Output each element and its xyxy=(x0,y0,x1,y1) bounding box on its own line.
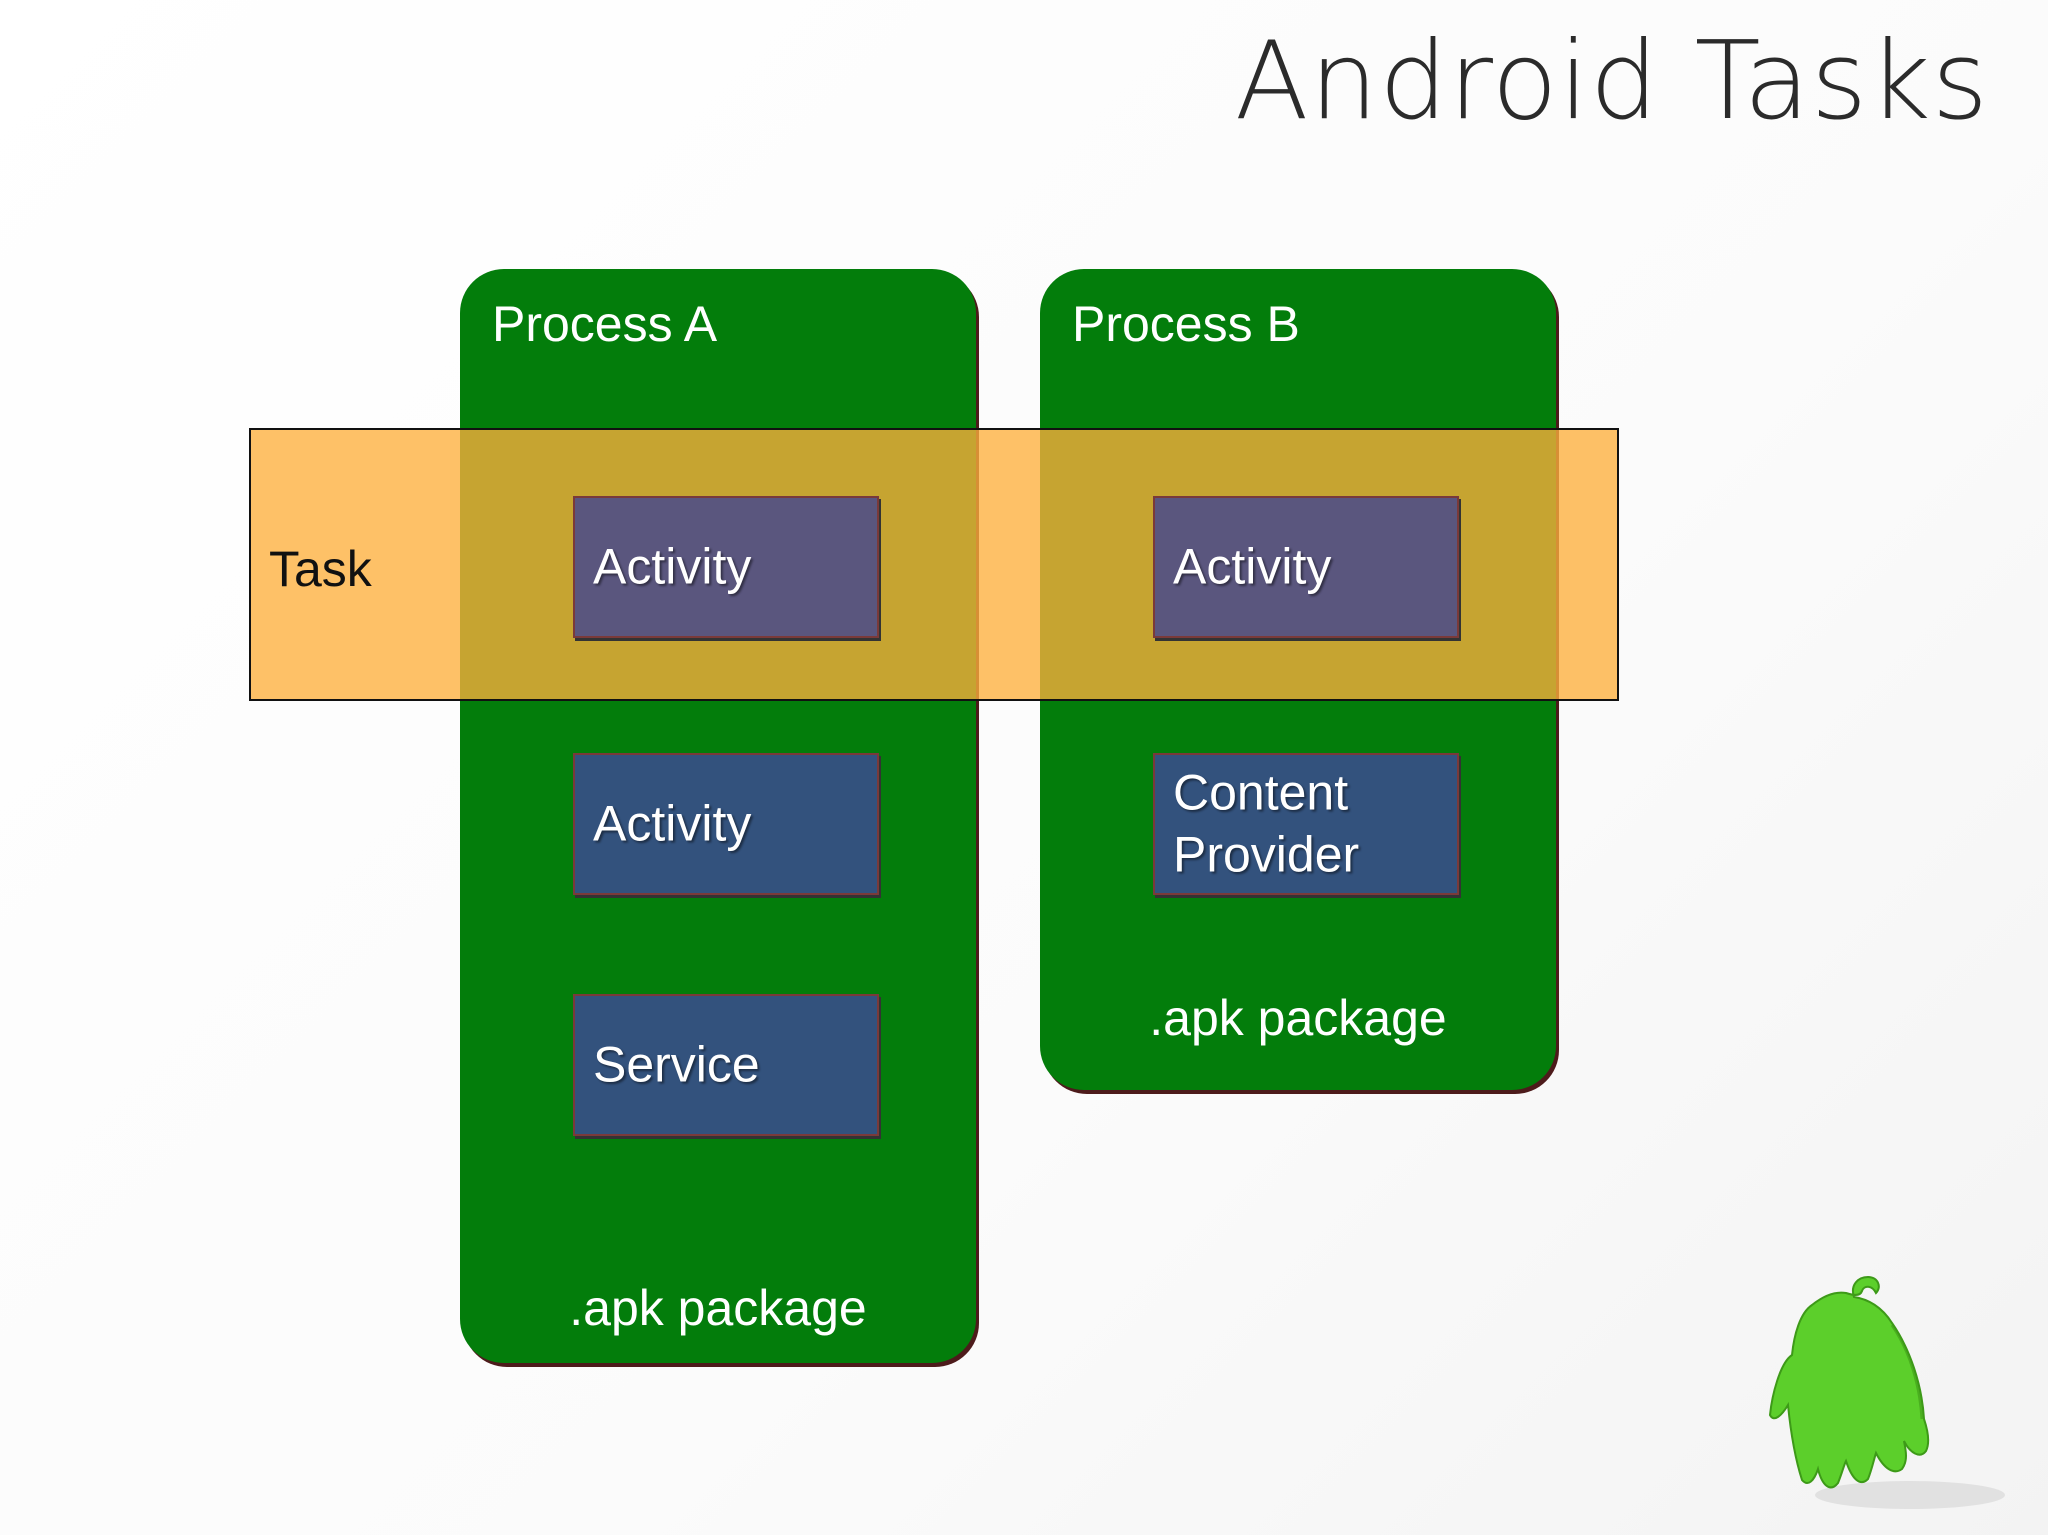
process-a-task-activity-box: Activity xyxy=(573,496,879,638)
process-b-content-provider-box: Content Provider xyxy=(1153,753,1459,895)
process-b-label: Process B xyxy=(1072,296,1300,352)
slide-title: Android Tasks xyxy=(1234,19,1989,144)
process-b-task-activity-label: Activity xyxy=(1173,538,1332,595)
process-a-package-label: .apk package xyxy=(569,1280,867,1336)
process-b-package-label: .apk package xyxy=(1149,990,1447,1046)
process-b-task-activity-box: Activity xyxy=(1153,496,1459,638)
android-mascot-icon xyxy=(1768,1275,2005,1509)
process-b-content-provider-label: Content Provider xyxy=(1173,764,1360,883)
process-a-service-box: Service xyxy=(573,994,879,1136)
process-a-label: Process A xyxy=(492,296,718,352)
process-a-activity-box: Activity xyxy=(573,753,879,895)
process-a-service-label: Service xyxy=(593,1036,760,1093)
process-a-activity-label: Activity xyxy=(593,795,752,852)
process-a-task-activity-label: Activity xyxy=(593,538,752,595)
task-label: Task xyxy=(269,541,372,597)
